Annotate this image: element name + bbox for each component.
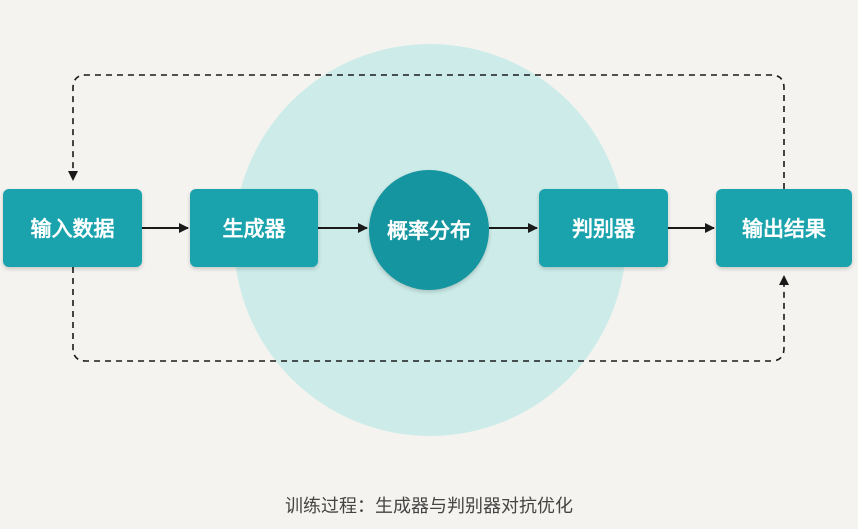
- diagram-caption: 训练过程：生成器与判别器对抗优化: [285, 496, 573, 517]
- node-discriminator: 判别器: [539, 189, 668, 267]
- edge-feedback-top: [68, 74, 785, 189]
- node-input-data: 输入数据: [3, 189, 142, 267]
- node-generator: 生成器: [190, 189, 318, 267]
- node-output-result: 输出结果: [716, 189, 852, 267]
- edge-feedback-bottom: [72, 267, 789, 362]
- node-probability-distribution: 概率分布: [369, 170, 489, 290]
